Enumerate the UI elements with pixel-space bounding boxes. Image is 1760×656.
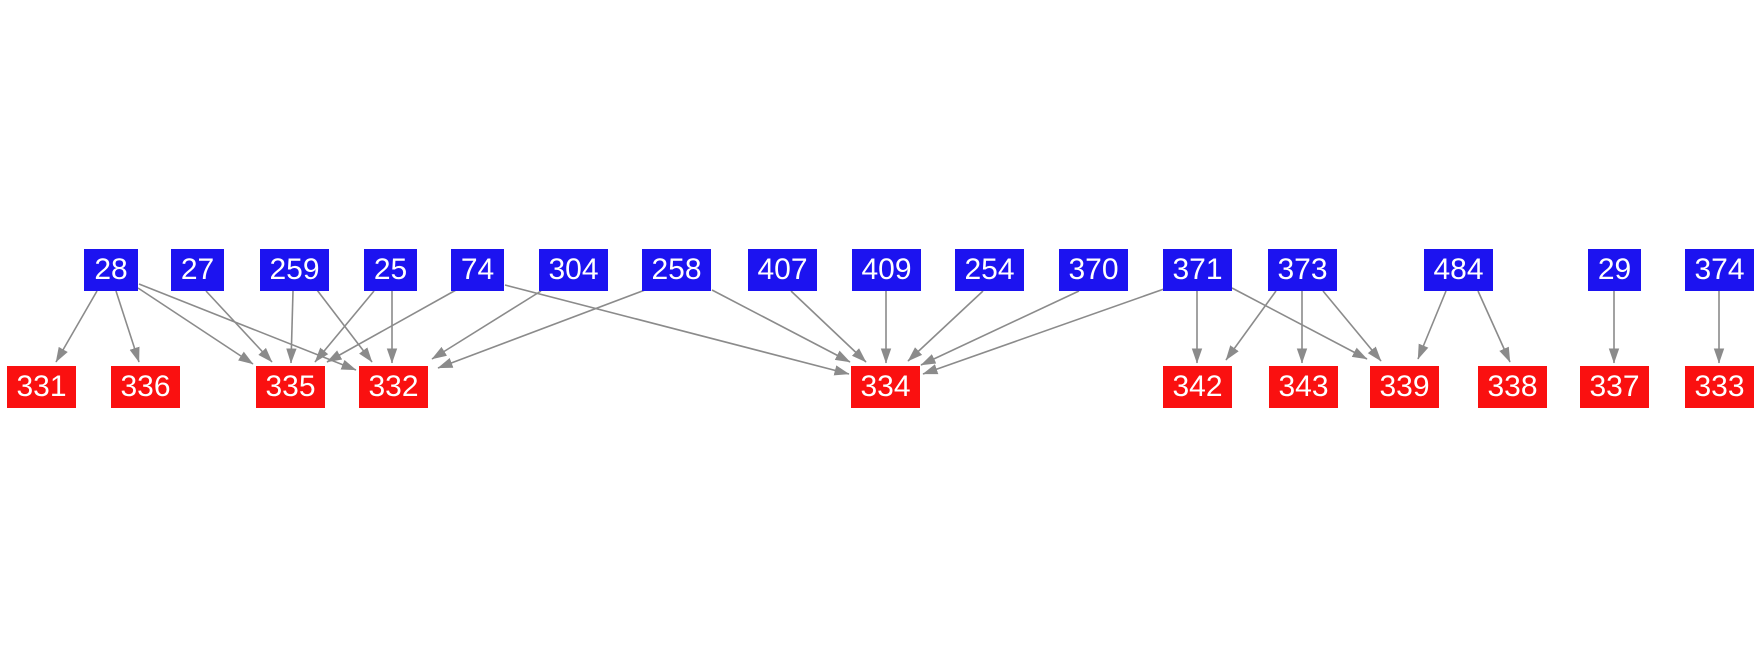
node-254: 254 [955,249,1024,291]
edge-28-332 [138,283,357,371]
edge-484-338 [1477,290,1511,363]
edge-259-335 [286,290,297,364]
node-304: 304 [539,249,608,291]
edge-74-334 [504,284,850,376]
edge-28-336 [115,290,140,363]
edge-371-334 [922,288,1165,375]
node-484: 484 [1424,249,1493,291]
node-409: 409 [852,249,921,291]
edge-25-335 [314,290,375,363]
node-258: 258 [642,249,711,291]
edge-370-334 [920,290,1080,366]
edges-group [55,283,1725,376]
edge-258-334 [711,289,851,363]
edge-28-331 [55,290,98,363]
node-331: 331 [7,366,76,408]
edge-484-339 [1417,290,1447,360]
edge-304-332 [431,290,542,360]
edge-28-335 [137,287,254,365]
node-259: 259 [260,249,329,291]
node-333: 333 [1685,366,1754,408]
node-25: 25 [364,249,417,291]
node-334: 334 [851,366,920,408]
node-342: 342 [1163,366,1232,408]
node-374: 374 [1685,249,1754,291]
node-332: 332 [359,366,428,408]
node-370: 370 [1059,249,1128,291]
node-337: 337 [1580,366,1649,408]
node-27: 27 [171,249,224,291]
node-338: 338 [1478,366,1547,408]
edge-373-339 [1322,290,1382,362]
node-29: 29 [1588,249,1641,291]
edge-371-339 [1231,287,1368,360]
node-335: 335 [256,366,325,408]
node-339: 339 [1370,366,1439,408]
node-343: 343 [1269,366,1338,408]
node-407: 407 [748,249,817,291]
edge-74-335 [326,289,457,363]
edge-259-332 [316,289,373,363]
node-74: 74 [451,249,504,291]
edge-258-332 [437,289,646,369]
edge-254-334 [907,290,984,362]
edge-373-342 [1225,290,1277,361]
edge-27-335 [205,290,273,363]
node-373: 373 [1268,249,1337,291]
node-28: 28 [84,249,138,291]
edge-407-334 [790,290,867,363]
node-371: 371 [1163,249,1232,291]
node-336: 336 [111,366,180,408]
